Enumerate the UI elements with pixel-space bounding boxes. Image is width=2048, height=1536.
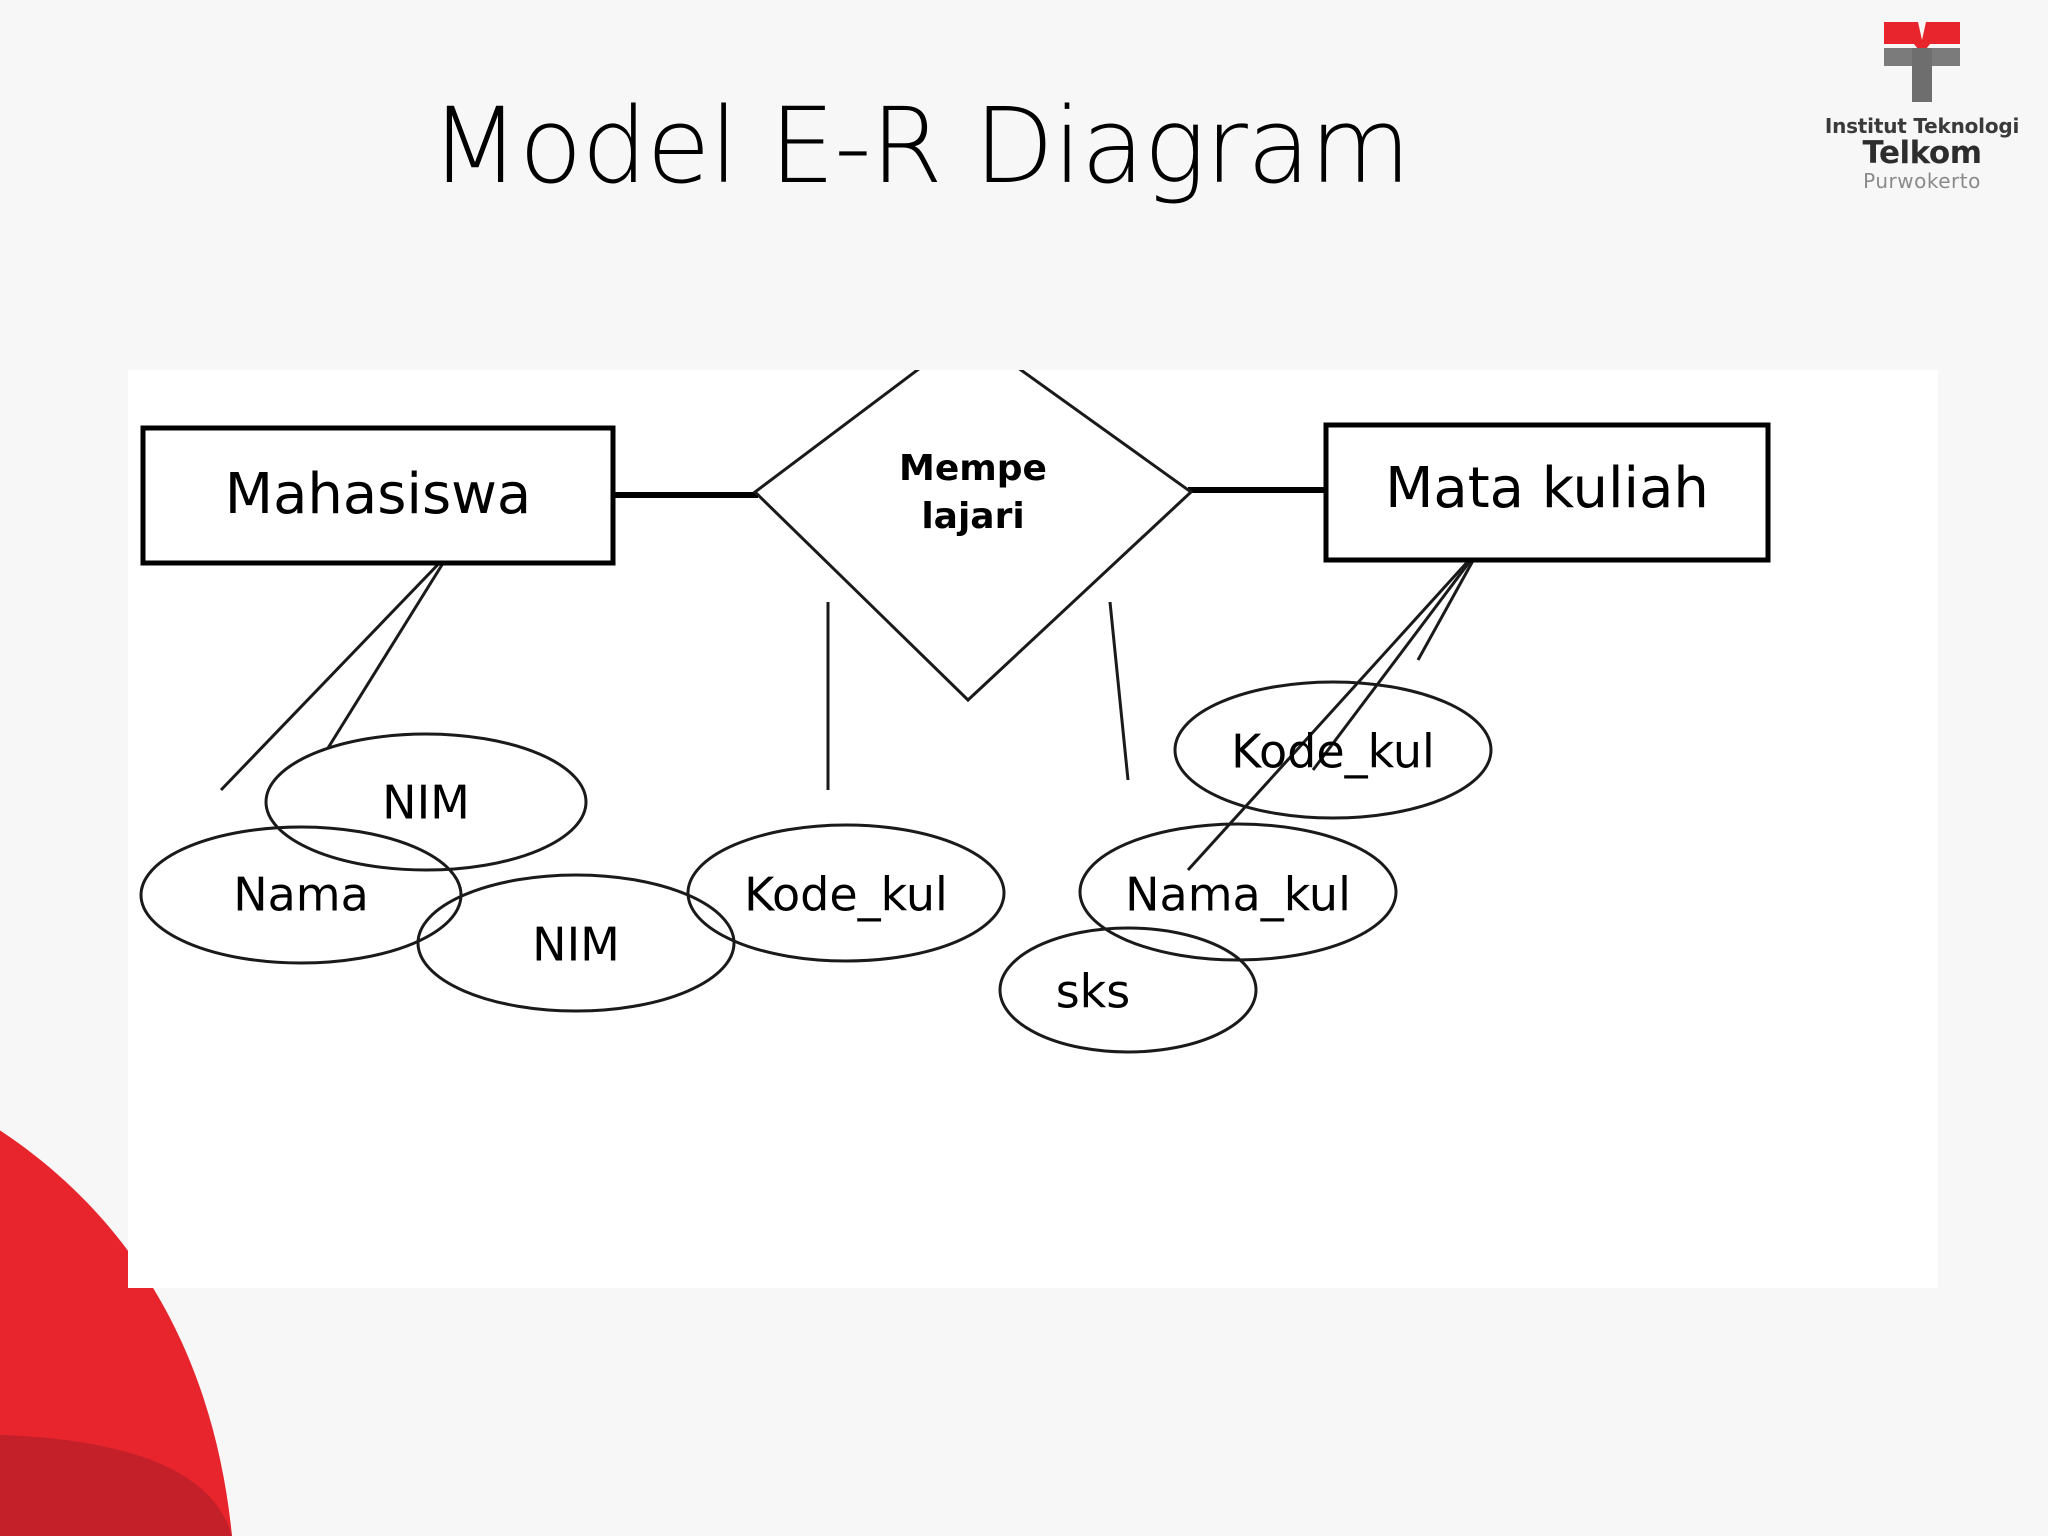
- relationship-mempelajari-label-line2: lajari: [921, 496, 1024, 537]
- logo-line-purwokerto: Purwokerto: [1863, 169, 1981, 193]
- link-mahasiswa-to-nama: [219, 550, 452, 792]
- relationship-mempelajari-label-line1: Mempe: [899, 448, 1047, 489]
- attribute-sks-mata-kuliah-label: sks: [1056, 965, 1131, 1019]
- entity-mahasiswa[interactable]: [140, 425, 616, 566]
- attribute-nama-kul-mata-kuliah-label: Nama_kul: [1125, 868, 1351, 922]
- content-panel: Mahasiswa Mempe lajari Mata kuliah NIM N…: [128, 370, 1938, 1288]
- entity-mata-kuliah-label: Mata kuliah: [1385, 456, 1709, 521]
- attribute-kode-kul-relationship-label: Kode_kul: [744, 868, 948, 922]
- attribute-kode-kul-mata-kuliah-label: Kode_kul: [1231, 725, 1435, 779]
- logo: Institut Teknologi Telkom Purwokerto: [1818, 14, 2026, 191]
- er-diagram: Mahasiswa Mempe lajari Mata kuliah NIM N…: [139, 370, 1771, 1054]
- attribute-nim-relationship-label: NIM: [532, 918, 620, 972]
- page-title: Model E-R Diagram: [430, 85, 1411, 207]
- attribute-nim-relationship[interactable]: [416, 873, 736, 1013]
- link-mata-kuliah-to-sks: [1186, 546, 1482, 872]
- attribute-nim-mahasiswa-label: NIM: [382, 776, 470, 830]
- link-mata-kuliah-to-kode-kul: [1416, 547, 1482, 661]
- link-mahasiswa-to-nim: [326, 551, 452, 749]
- logo-line-institut: Institut Teknologi: [1824, 114, 2020, 138]
- attribute-kode-kul-mata-kuliah[interactable]: [1173, 680, 1493, 820]
- entity-mahasiswa-label: Mahasiswa: [225, 462, 531, 527]
- attribute-sks-mata-kuliah[interactable]: [998, 926, 1258, 1054]
- link-mempelajari-to-kode-kul: [1108, 601, 1130, 781]
- logo-line-telkom: Telkom: [1862, 135, 1982, 171]
- relationship-mempelajari[interactable]: [752, 370, 1194, 703]
- telkom-logo-mark: [1884, 22, 1960, 102]
- attribute-nama-mahasiswa-label: Nama: [233, 868, 369, 922]
- attribute-kode-kul-relationship[interactable]: [686, 823, 1006, 963]
- link-mata-kuliah-to-nama-kul: [1311, 547, 1482, 771]
- attribute-nim-mahasiswa[interactable]: [264, 732, 588, 872]
- entity-mata-kuliah[interactable]: [1323, 422, 1771, 563]
